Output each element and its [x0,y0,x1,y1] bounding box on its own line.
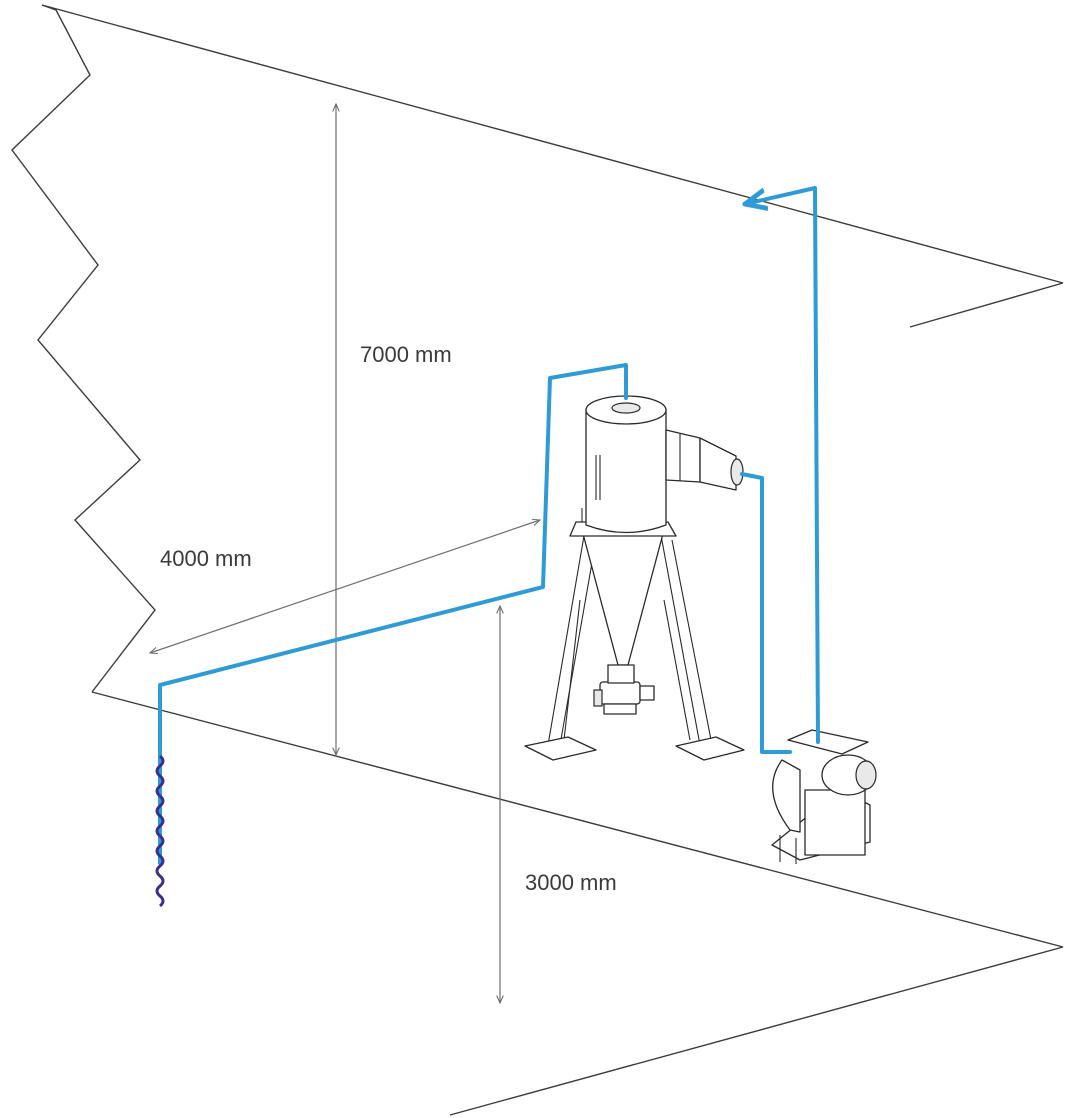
duct-cyclone-to-fan [740,472,792,754]
dimension-depth-line [150,520,540,653]
dimension-height-total-label: 7000 mm [360,342,452,367]
fan-motor-box [804,789,866,856]
cyclone-leg-right [659,529,713,746]
rotary-valve [593,664,655,715]
fan-motor-end [855,760,877,790]
dimension-height-lower-label: 3000 mm [525,870,617,895]
cyclone-inlet-transition [699,437,737,491]
cyclone-leg-left [547,529,597,746]
cyclone-body [585,409,667,534]
cyclone-cone [581,529,665,666]
centrifugal-fan [771,729,877,864]
fan-top-plate [787,729,869,755]
ceiling-edge [41,4,1064,284]
flexible-suction-hose [155,754,165,908]
cyclone-separator [524,395,745,761]
ceiling-rear-edge [909,282,1064,328]
fan-housing [772,759,801,833]
ductwork [158,186,820,865]
duct-suction-line [158,363,628,865]
building-walls [11,4,1064,1116]
cyclone-inlet-flange [730,458,744,486]
floor-front-edge [449,946,1064,1116]
duct-exhaust-line [745,186,820,744]
floor-edge [91,691,1064,948]
cyclone-foot-left [524,736,597,761]
wall-break-line [11,4,156,693]
cyclone-outlet [611,402,641,414]
cyclone-inlet-duct [665,429,701,483]
dimension-lines [150,104,540,1003]
dimension-depth-label: 4000 mm [160,546,252,571]
cyclone-foot-right [675,736,745,761]
